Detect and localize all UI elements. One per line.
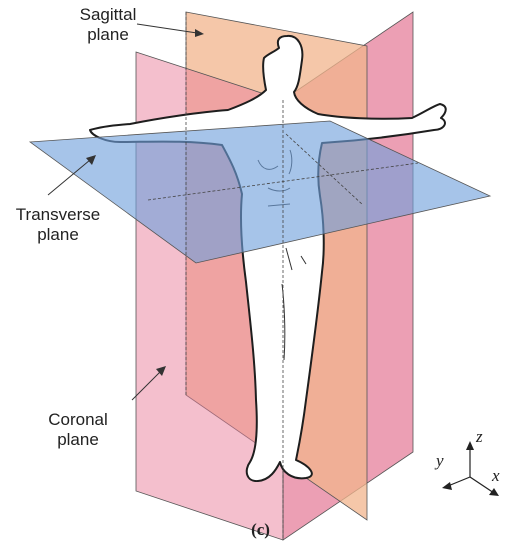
- y-axis-label: y: [436, 451, 444, 470]
- x-axis-arrowhead: [489, 488, 499, 496]
- transverse-arrowhead: [86, 155, 96, 165]
- coronal-leader-arrow: [131, 371, 161, 401]
- human-figure: [89, 34, 447, 483]
- transverse-leader-arrow: [47, 159, 91, 196]
- x-axis-label: x: [492, 466, 500, 485]
- sagittal-leader-arrow: [136, 23, 198, 34]
- sagittal-plane-label: Sagittal plane: [79, 5, 137, 44]
- y-axis-line: [447, 476, 471, 487]
- sagittal-arrowhead: [195, 29, 204, 37]
- figure-caption: (c): [251, 520, 270, 539]
- y-axis-arrowhead: [442, 482, 452, 490]
- transverse-plane-label: Transverse plane: [15, 205, 101, 244]
- plane-intersection-lines: [147, 100, 419, 540]
- z-axis-label: z: [476, 427, 483, 446]
- coronal-arrowhead: [156, 366, 166, 376]
- z-axis-arrowhead: [466, 441, 474, 450]
- coronal-plane-label: Coronal plane: [48, 410, 108, 449]
- transverse-plane: [28, 120, 492, 264]
- x-axis-line: [469, 476, 495, 494]
